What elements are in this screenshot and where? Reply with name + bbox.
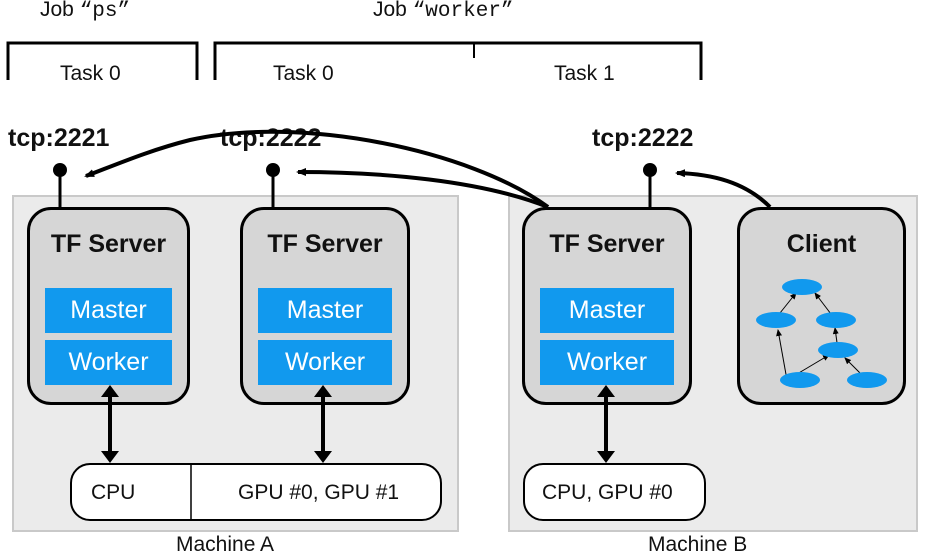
task-worker-0: Task 0 [273,62,334,85]
server-title: TF Server [549,230,665,258]
tf-server-worker-1: TF Server Master Worker [522,207,692,405]
job-worker-label: Job “worker” [373,0,514,23]
graph-node [847,372,887,388]
bracket-job-ps [6,41,199,80]
worker-block: Worker [258,340,392,385]
task-worker-1: Task 1 [554,62,615,85]
server-title: TF Server [267,230,383,258]
endpoint-worker-0 [266,163,280,177]
master-block: Master [258,288,392,333]
graph-node [756,312,796,328]
job-ps-name: “ps” [79,0,131,23]
bracket-job-worker [213,41,703,80]
port-worker-task1: tcp:2222 [592,124,694,152]
master-block: Master [540,288,674,333]
endpoint-worker-1 [643,163,657,177]
arrow-to-worker-0 [296,168,549,209]
link-worker1-devices [597,385,615,463]
port-ps-task0: tcp:2221 [8,124,110,152]
device-cpu-gpu: CPU, GPU #0 [542,481,673,504]
machine-a-label: Machine A [176,533,275,556]
arrow-client-to-worker-1 [675,169,772,209]
arrow-to-ps [84,129,550,209]
client-title: Client [786,230,857,258]
device-cpu: CPU [91,481,136,504]
tf-server-worker-0: TF Server Master Worker [240,207,410,405]
tf-server-ps: TF Server Master Worker [27,207,190,405]
graph-node [780,372,820,388]
machine-b-label: Machine B [648,533,748,556]
device-gpus: GPU #0, GPU #1 [238,481,400,504]
machine-a-devices: CPU GPU #0, GPU #1 [70,463,442,521]
worker-block: Worker [45,340,172,385]
worker-block: Worker [540,340,674,385]
task-ps-0: Task 0 [60,62,121,85]
graph-node [816,312,856,328]
job-ps-prefix: Job [40,0,74,21]
link-worker0-gpu [314,385,332,463]
link-ps-cpu [101,385,119,463]
job-worker-name: “worker” [412,0,514,23]
job-ps-label: Job “ps” [40,0,130,23]
port-worker-task0: tcp:2222 [220,124,322,152]
client-box: Client [737,207,906,405]
endpoint-ps [53,163,67,177]
machine-b-devices: CPU, GPU #0 [523,463,706,521]
client-graph [756,279,887,388]
server-title: TF Server [50,230,167,258]
graph-node [818,342,858,358]
job-worker-prefix: Job [373,0,407,21]
graph-node [782,279,822,295]
master-block: Master [45,288,172,333]
